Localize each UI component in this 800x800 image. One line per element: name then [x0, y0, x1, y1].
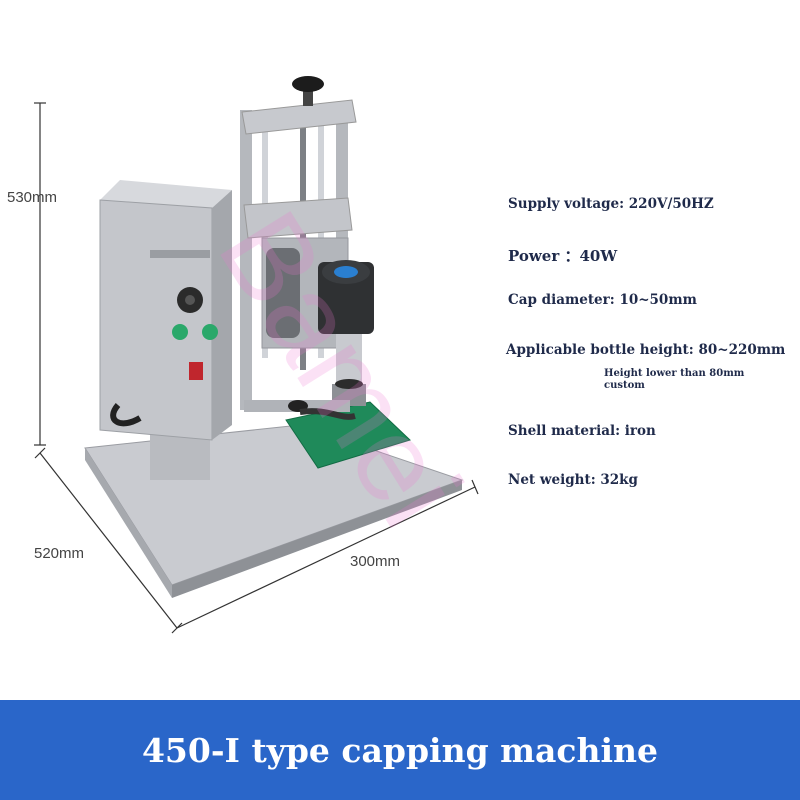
adjust-knob	[292, 76, 324, 92]
dimension-lines	[34, 102, 479, 634]
depth-dimension: 520mm	[34, 545, 85, 562]
width-dimension: 300mm	[350, 553, 401, 570]
frame-column-left	[240, 110, 252, 410]
spec-shell-material: Shell material: iron	[508, 423, 656, 439]
spec-power: Power ：40W	[508, 247, 618, 265]
spec-cap-diameter: Cap diameter: 10~50mm	[508, 292, 697, 308]
product-image	[34, 76, 479, 634]
product-title: 450-I type capping machine	[141, 730, 659, 770]
spec-net-weight: Net weight: 32kg	[508, 472, 638, 488]
height-dimension: 530mm	[7, 189, 58, 206]
spec-supply-voltage: Supply voltage: 220V/50HZ	[508, 196, 714, 212]
spec-bottle-note-2: custom	[604, 380, 645, 391]
spec-bottle-height: Applicable bottle height: 80~220mm	[506, 342, 786, 358]
power-switch	[189, 362, 203, 380]
green-button-2	[202, 324, 218, 340]
green-button-1	[172, 324, 188, 340]
title-banner: 450-I type capping machine	[0, 700, 800, 800]
bottle-clamp	[299, 408, 356, 420]
control-box-top	[100, 180, 232, 208]
spec-bottle-note-1: Height lower than 80mm	[604, 368, 745, 379]
capping-machine-illustration	[34, 76, 479, 634]
